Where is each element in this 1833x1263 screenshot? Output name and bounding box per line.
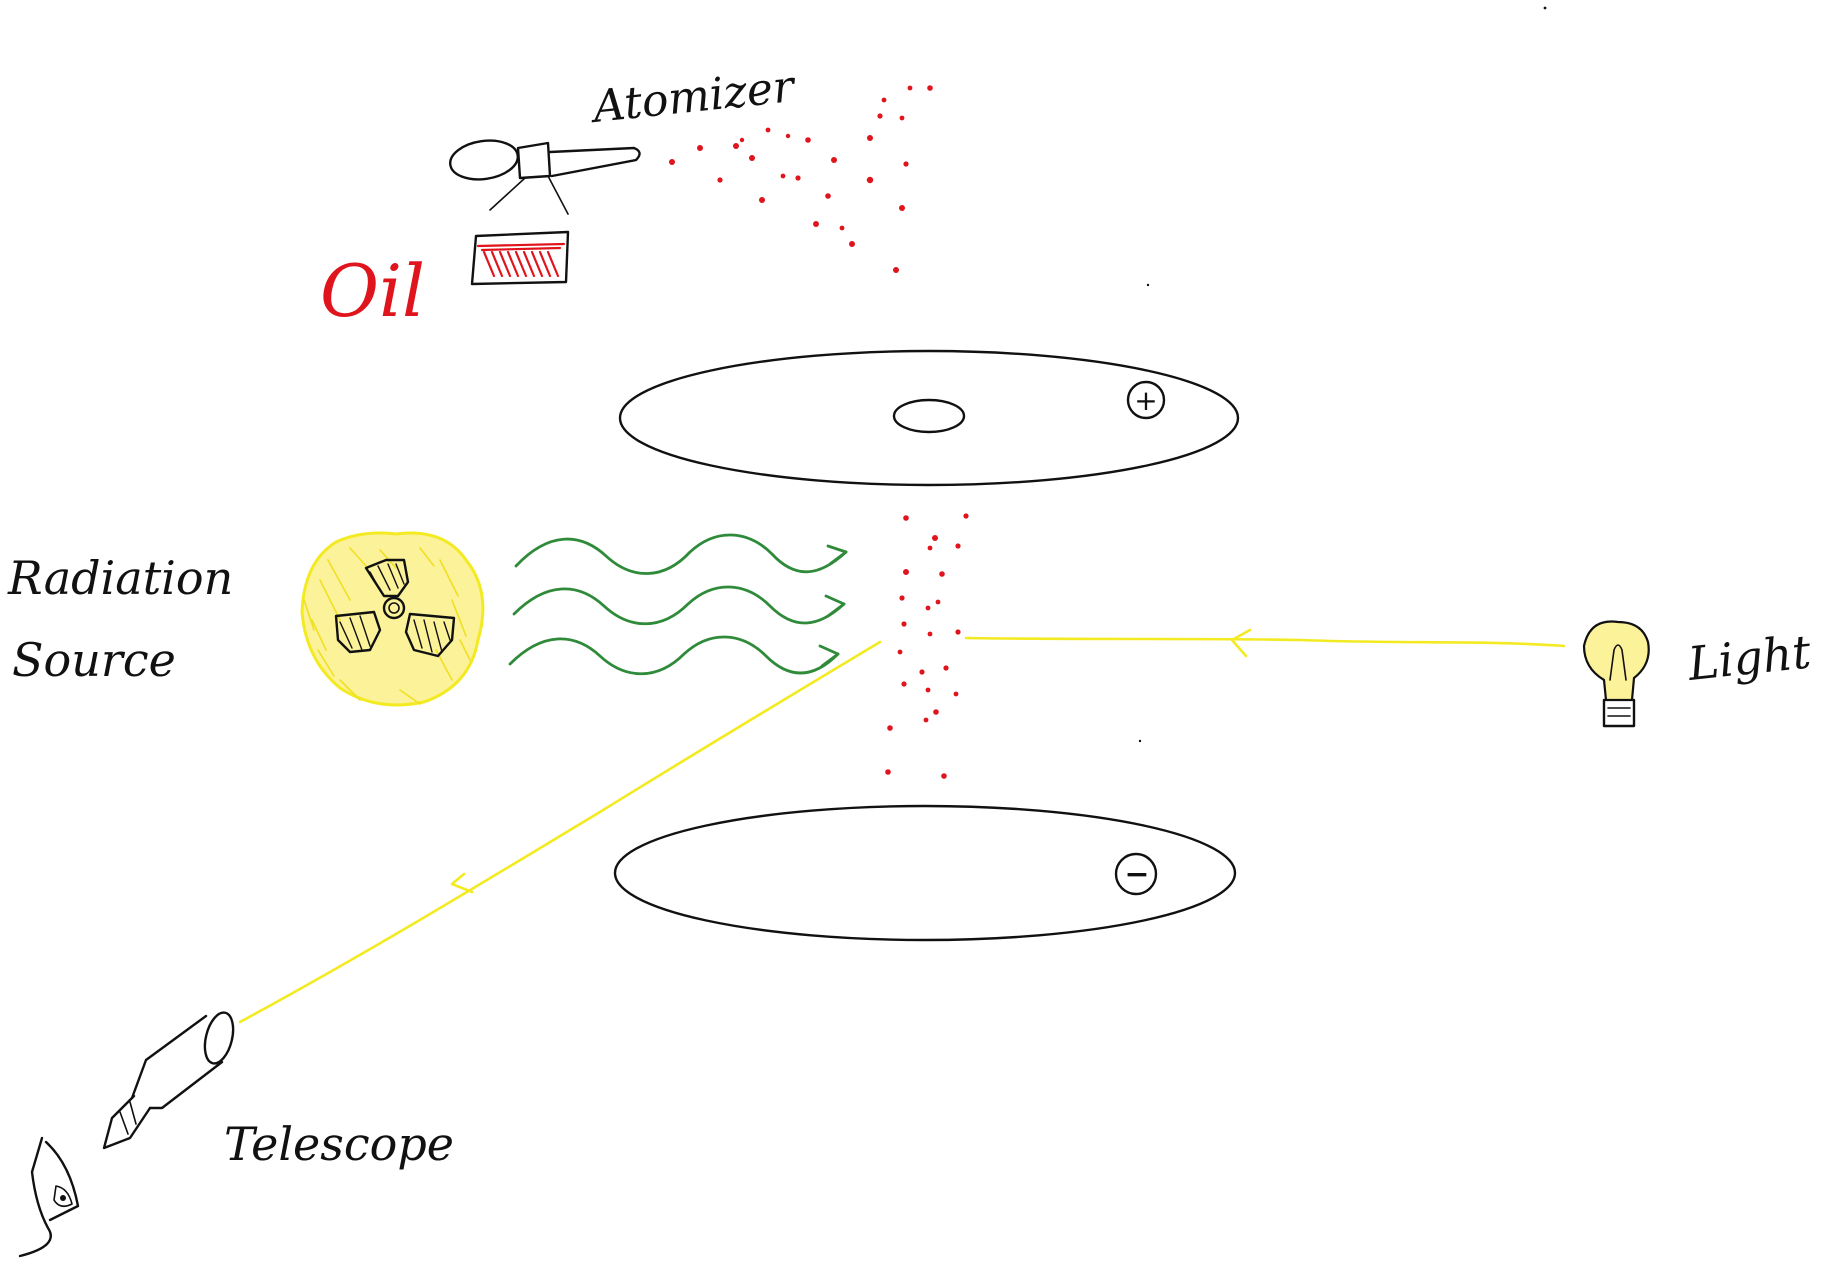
radiation-wave-2 [512, 585, 846, 626]
radiation-wave-3-arrowhead [818, 644, 840, 668]
light-source: Light [964, 620, 1814, 728]
light-bulb-icon [1582, 620, 1650, 728]
light-beam-to-telescope [238, 640, 882, 1024]
atomizer-bulb [449, 139, 519, 181]
light-beam-in-arrowhead [1230, 628, 1252, 658]
radiation-wave-1-arrowhead [826, 544, 848, 566]
radiation-label-line1: Radiation [7, 551, 233, 605]
radiation-wave-3 [508, 635, 840, 676]
oil-spray-droplets [669, 85, 933, 273]
radiation-label-line2: Source [12, 633, 176, 687]
radiation-waves [508, 533, 848, 676]
radiation-source: Radiation Source [7, 531, 485, 707]
telescope: Telescope [102, 1011, 454, 1171]
atomizer-label: Atomizer [587, 61, 799, 133]
atomizer-nozzle [548, 146, 641, 178]
atomizer: Atomizer [449, 61, 799, 286]
light-beam-in [964, 636, 1566, 648]
positive-sign: + [1134, 384, 1157, 417]
atomizer-neck [516, 141, 552, 180]
negative-terminal [1114, 852, 1158, 896]
oil-droplets-between-plates [885, 513, 969, 779]
telescope-tube [130, 1014, 224, 1110]
telescope-eyepiece [102, 1094, 152, 1150]
eye-icon [18, 1136, 80, 1258]
negative-sign: − [1124, 857, 1149, 892]
oil-label: Oil [320, 249, 425, 333]
light-beam-to-telescope-arrowhead [450, 872, 474, 894]
telescope-objective-lens [203, 1011, 235, 1065]
oil-bottle [470, 230, 570, 286]
bottom-plate: − [613, 804, 1237, 942]
oil-fill [476, 242, 566, 278]
atomizer-tube [489, 175, 569, 215]
radiation-wave-2-arrowhead [824, 594, 846, 618]
light-label: Light [1685, 624, 1814, 691]
radiation-trefoil-icon [334, 558, 456, 658]
telescope-label: Telescope [224, 1117, 454, 1171]
stray-marks [1138, 6, 1547, 743]
top-plate: + [618, 349, 1240, 487]
radiation-wave-1 [514, 533, 848, 575]
top-plate-hole [892, 398, 966, 434]
positive-terminal [1126, 380, 1166, 420]
